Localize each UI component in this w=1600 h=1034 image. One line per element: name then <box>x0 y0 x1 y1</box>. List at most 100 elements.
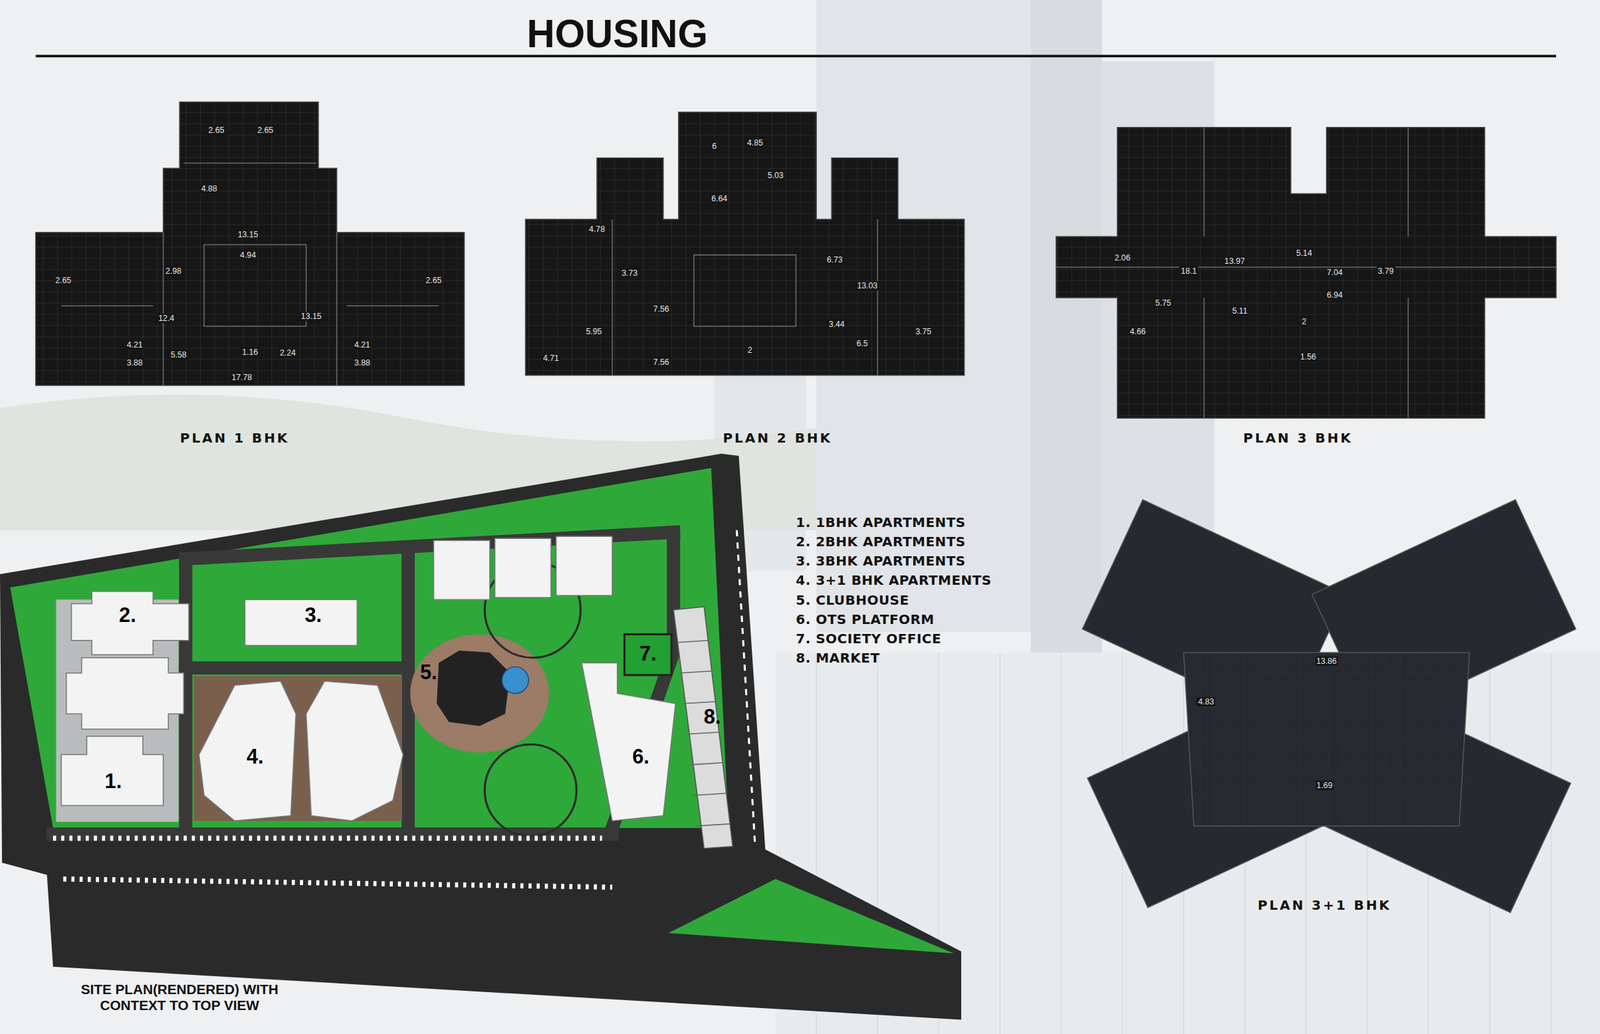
dimension: 13.86 <box>1314 656 1339 667</box>
dimension: 2.24 <box>278 348 298 358</box>
drawing-part <box>306 681 404 821</box>
drawing-part <box>1183 652 1470 827</box>
dimension: 5.95 <box>584 327 603 337</box>
dimension: 4.66 <box>1128 327 1148 337</box>
callout-number: 6. <box>632 745 650 769</box>
dimension: 1.69 <box>1315 781 1335 791</box>
drawing-part <box>66 658 185 730</box>
dimension: 4.78 <box>587 224 607 234</box>
drawing-part <box>433 540 490 600</box>
key-item: 8. MARKET <box>795 650 880 667</box>
dimension: 7.04 <box>1325 267 1345 278</box>
drawing-part <box>53 830 595 833</box>
key-item: 2. 2BHK APARTMENTS <box>795 534 966 550</box>
dimension: 13.15 <box>299 311 324 322</box>
drawing-part <box>53 827 613 841</box>
drawing-part <box>673 606 733 849</box>
drawing-part <box>35 54 1557 58</box>
callout-number: 7. <box>639 642 657 666</box>
dimension: 5.03 <box>766 170 786 181</box>
drawing-part <box>35 101 465 386</box>
dimension: 2.65 <box>255 125 275 135</box>
dimension: 4.94 <box>238 250 258 260</box>
drawing-part <box>53 836 603 842</box>
callout-number: 1. <box>105 769 123 794</box>
plan-title: PLAN 3+1 BHK <box>1257 897 1392 913</box>
dimension: 4.85 <box>745 138 765 148</box>
plan-title: PLAN 3 BHK <box>1243 430 1353 446</box>
dimension: 6 <box>710 140 718 151</box>
dimension: 3.79 <box>1376 266 1396 276</box>
callout-number: 5. <box>420 660 438 685</box>
key-item: 3. 3BHK APARTMENTS <box>795 553 966 570</box>
dimension: 2.98 <box>164 266 183 276</box>
key-item: 1. 1BHK APARTMENTS <box>795 514 966 530</box>
callout-number: 8. <box>703 705 722 730</box>
drawing-part <box>501 667 529 694</box>
dimension: 4.88 <box>200 184 219 194</box>
dimension: 18.1 <box>1179 266 1198 276</box>
drawing-part <box>612 219 878 376</box>
dimension: 2.06 <box>1113 253 1133 263</box>
callout-number: 4. <box>246 745 264 769</box>
dimension: 4.83 <box>1197 697 1216 707</box>
drawing-part <box>244 599 357 646</box>
dimension: 5.14 <box>1294 248 1314 258</box>
drawing-part <box>61 536 676 821</box>
dimension: 3.75 <box>914 327 933 337</box>
dimension: 3.73 <box>620 268 639 278</box>
drawing-part <box>581 662 676 821</box>
dimension: 1.16 <box>240 347 260 357</box>
drawing-part <box>525 112 965 376</box>
drawing-part <box>410 634 550 753</box>
drawing-part <box>1056 127 1557 419</box>
dimension: 4.71 <box>541 353 561 363</box>
dimension: 13.97 <box>1223 256 1247 266</box>
dimension: 6.94 <box>1325 290 1345 300</box>
dimension: 2 <box>746 344 754 355</box>
key-item: 7. SOCIETY OFFICE <box>795 630 942 647</box>
key-item: 6. OTS PLATFORM <box>795 611 934 627</box>
dimension: 4.21 <box>125 340 145 350</box>
drawing-part <box>436 650 511 727</box>
drawing-part <box>1082 499 1576 913</box>
drawing-part <box>1056 127 1557 419</box>
drawing-part <box>556 536 613 596</box>
floor-plans <box>35 101 1577 913</box>
dimension: 3.88 <box>352 358 372 368</box>
dimension: 6.64 <box>709 194 729 204</box>
drawing-part <box>668 879 954 954</box>
drawing-part <box>35 101 465 386</box>
drawing-part <box>495 538 552 598</box>
dimension: 13.03 <box>855 281 879 291</box>
drawing-part <box>185 661 409 675</box>
dimension: 12.4 <box>156 313 176 324</box>
dimension: 7.56 <box>652 304 671 314</box>
drawing-part <box>1030 0 1102 653</box>
callout-number: 2. <box>118 603 137 627</box>
dimension: 5.11 <box>1231 306 1250 316</box>
callout-number: 3. <box>304 603 322 627</box>
drawing-part <box>9 467 729 829</box>
drawing-part <box>61 736 164 806</box>
dimension: 6.5 <box>855 339 870 349</box>
plan-title: PLAN 2 BHK <box>722 430 833 446</box>
drawing-part <box>198 681 296 821</box>
drawing-part <box>677 640 730 827</box>
dimension: 17.78 <box>229 372 254 383</box>
drawing-part <box>1056 127 1557 419</box>
dimension: 4.21 <box>352 340 372 350</box>
drawing-part <box>525 112 965 376</box>
sheet-title: HOUSING <box>527 11 708 56</box>
drawing-part <box>484 744 577 837</box>
drawing-part <box>63 879 613 888</box>
key-item: 5. CLUBHOUSE <box>795 592 909 608</box>
drawing-part <box>61 163 439 387</box>
dimension: 6.73 <box>825 255 845 265</box>
dimension: 2 <box>1300 316 1308 326</box>
dimension: 13.15 <box>236 229 260 240</box>
dimension: 2.65 <box>53 275 73 286</box>
